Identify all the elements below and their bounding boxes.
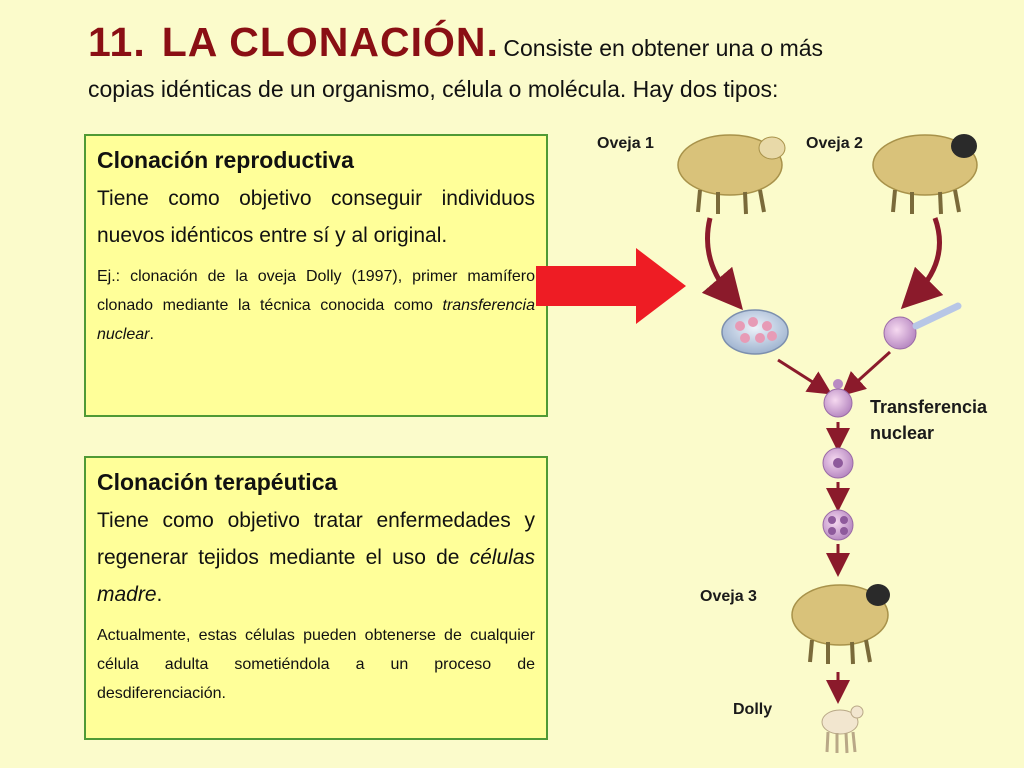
arrow-icon — [841, 350, 892, 397]
slide-title: 11. LA CLONACIÓN. Consiste en obtener una… — [88, 22, 968, 106]
arrow-icon — [777, 358, 833, 395]
reproductive-body: Tiene como objetivo conseguir individuos… — [97, 187, 535, 247]
sheep-3-icon — [791, 584, 890, 665]
reproductive-heading: Clonación reproductiva — [97, 147, 354, 173]
reproductive-example: Ej.: clonación de la oveja Dolly (1997),… — [97, 262, 535, 349]
sheep-2-icon — [872, 134, 978, 215]
sheep-2-label: Oveja 2 — [806, 135, 863, 152]
egg-cell-with-pipette-icon — [883, 302, 962, 350]
single-cell-icon — [822, 447, 854, 479]
dolly-lamb-icon — [821, 705, 864, 754]
therapeutic-body-text: Tiene como objetivo tratar enfermedades … — [97, 509, 535, 569]
transfer-label-line1: Transferencia — [870, 397, 988, 417]
transfer-label: Transferencia nuclear — [870, 394, 987, 446]
title-number: 11. — [88, 19, 146, 65]
fused-cell-icon — [823, 379, 853, 418]
big-right-arrow-icon — [536, 248, 686, 324]
example-text: Ej.: clonación de la oveja Dolly (1997),… — [97, 268, 535, 314]
therapeutic-body-end: . — [156, 583, 163, 606]
therapeutic-cloning-box: Clonación terapéutica Tiene como objetiv… — [84, 456, 548, 740]
reproductive-cloning-box: Clonación reproductiva Tiene como objeti… — [84, 134, 548, 417]
petri-dish-icon — [721, 309, 789, 355]
sheep-1-label: Oveja 1 — [597, 135, 654, 152]
therapeutic-body: Tiene como objetivo tratar enfermedades … — [97, 502, 535, 613]
therapeutic-heading: Clonación terapéutica — [97, 469, 338, 495]
example-italic: transferencia nuclear — [97, 297, 535, 343]
therapeutic-body-italic: células madre — [97, 546, 535, 606]
title-intro-line1: Consiste en obtener una o más — [503, 35, 824, 61]
title-intro-line2: copias idénticas de un organismo, célula… — [88, 76, 779, 102]
cloning-diagram — [677, 134, 978, 754]
curved-arrow-icon — [701, 217, 744, 311]
title-text: LA CLONACIÓN. — [161, 19, 499, 65]
sheep-3-label: Oveja 3 — [700, 588, 757, 605]
title-heading: 11. LA CLONACIÓN. — [88, 19, 499, 65]
therapeutic-note: Actualmente, estas células pueden obtene… — [97, 627, 535, 702]
sheep-1-icon — [677, 134, 786, 215]
example-end: . — [149, 326, 154, 343]
transfer-label-line2: nuclear — [870, 423, 935, 443]
embryo-icon — [822, 509, 854, 541]
curved-arrow-icon — [900, 217, 944, 310]
dolly-label: Dolly — [733, 701, 773, 718]
